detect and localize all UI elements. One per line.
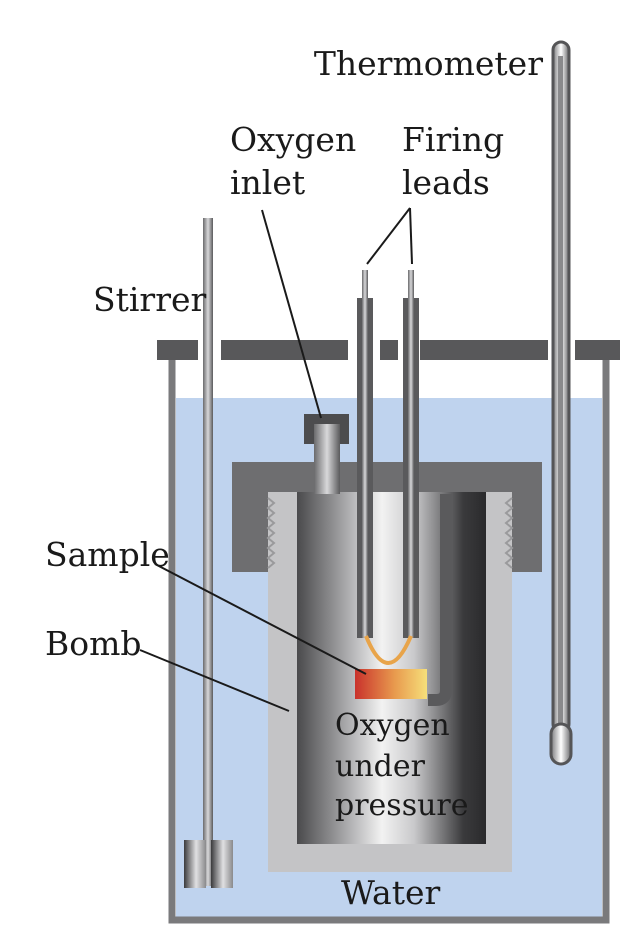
label-bomb: Bomb (45, 624, 142, 663)
bomb-cylinder (297, 492, 486, 844)
cap-threads-right (504, 497, 514, 569)
stirrer-shaft (203, 218, 213, 886)
leader-bomb (139, 649, 290, 712)
fuse-wire (364, 635, 413, 665)
label-oxygen-inlet-2: inlet (230, 163, 305, 202)
label-firing-leads-2: leads (402, 163, 490, 202)
thermometer-capillary (558, 56, 563, 732)
firing-lead-wire-left (362, 270, 368, 638)
label-stirrer: Stirrer (93, 280, 207, 319)
crucible-holder (428, 494, 452, 706)
leader-firing-leads-left (366, 207, 411, 265)
label-oxygen-under-pressure-1: Oxygen (335, 708, 450, 743)
label-sample: Sample (45, 535, 170, 574)
leader-sample (154, 563, 367, 675)
calorimeter-lid (157, 340, 620, 360)
label-firing-leads-1: Firing (402, 120, 504, 159)
label-oxygen-under-pressure-3: pressure (335, 788, 469, 823)
thermometer-bulb (549, 722, 573, 766)
sample (355, 669, 427, 699)
outer-vessel (168, 352, 610, 924)
leader-oxygen-inlet (261, 209, 322, 419)
oxygen-inlet-tube (314, 424, 340, 494)
firing-lead-wire-right (408, 270, 414, 638)
label-oxygen-under-pressure-2: under (335, 749, 426, 784)
label-thermometer: Thermometer (314, 44, 543, 83)
label-water: Water (341, 873, 441, 912)
cap-threads-left (266, 497, 276, 569)
stirrer-paddle-left (184, 840, 206, 888)
leader-firing-leads-right (409, 207, 413, 265)
bomb-cap (232, 462, 542, 572)
leader-lines (139, 207, 413, 712)
label-oxygen-inlet-1: Oxygen (230, 120, 356, 159)
stirrer-paddle-right (211, 840, 233, 888)
